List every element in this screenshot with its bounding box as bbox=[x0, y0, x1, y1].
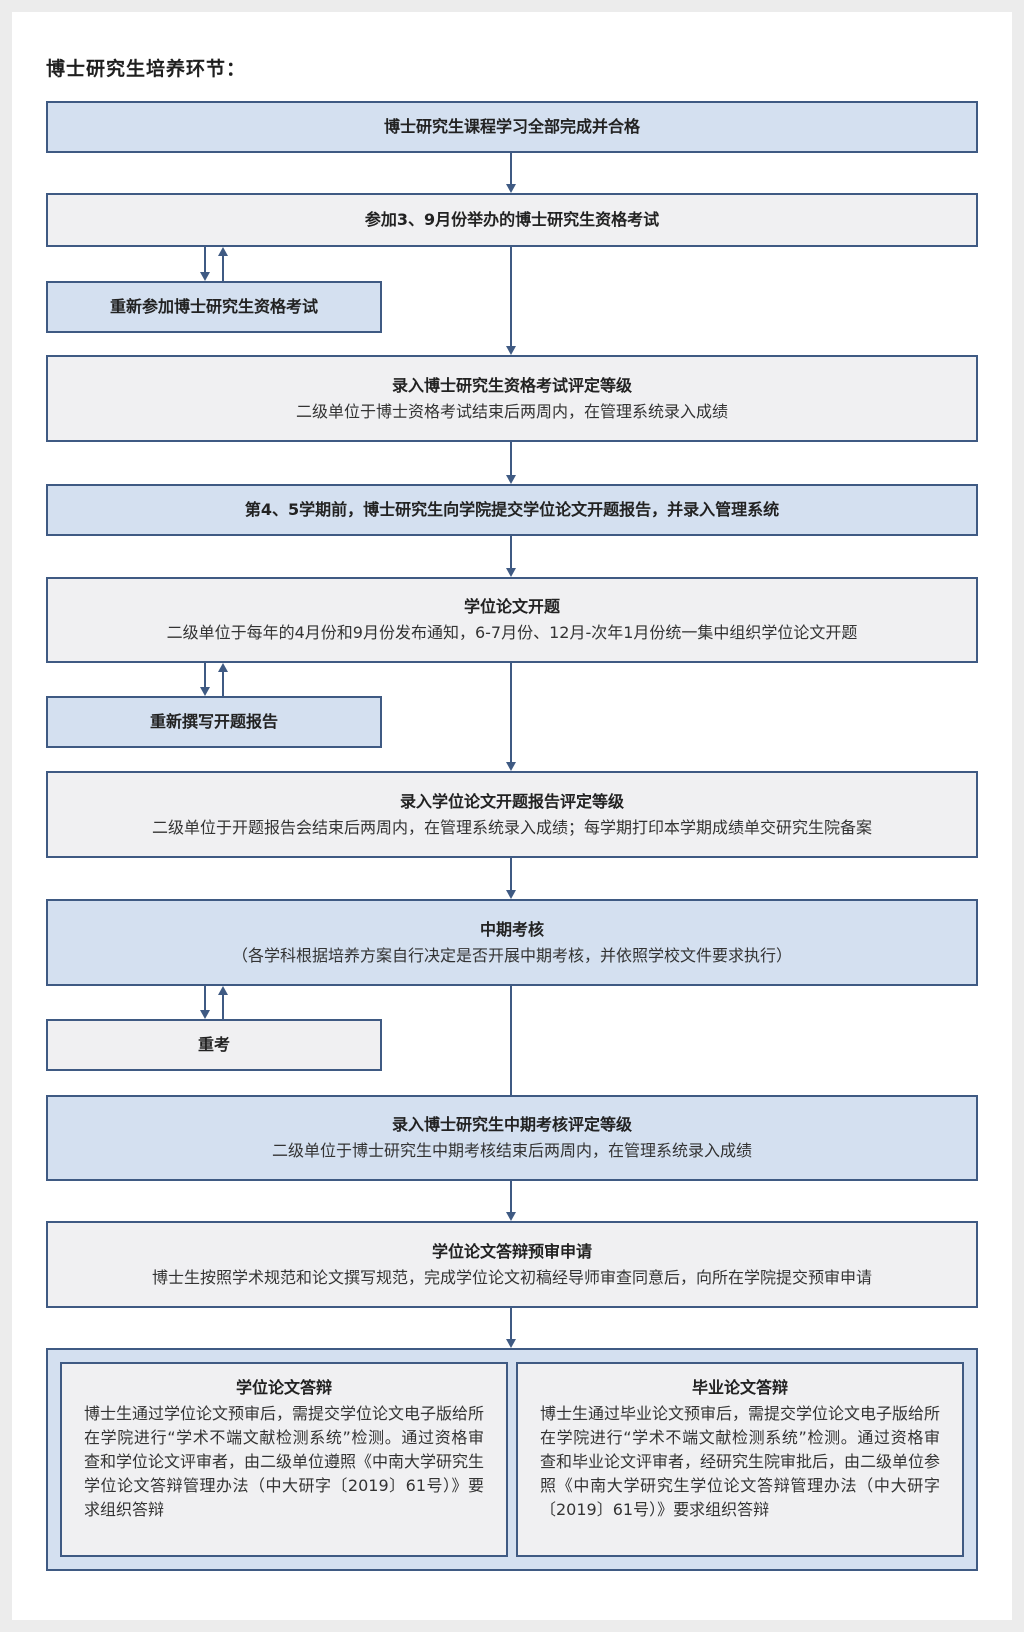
step-record-exam-grade: 录入博士研究生资格考试评定等级 二级单位于博士资格考试结束后两周内，在管理系统录… bbox=[46, 355, 978, 442]
connector bbox=[222, 995, 224, 1019]
step-record-proposal-grade: 录入学位论文开题报告评定等级 二级单位于开题报告会结束后两周内，在管理系统录入成… bbox=[46, 771, 978, 858]
card-degree-defense: 学位论文答辩 博士生通过学位论文预审后，需提交学位论文电子版给所在学院进行“学术… bbox=[60, 1362, 508, 1557]
card-graduation-defense: 毕业论文答辩 博士生通过毕业论文预审后，需提交学位论文电子版给所在学院进行“学术… bbox=[516, 1362, 964, 1557]
step-rewrite-proposal: 重新撰写开题报告 bbox=[46, 696, 382, 748]
arrow-up-icon bbox=[218, 247, 228, 256]
connector bbox=[510, 858, 512, 890]
step-retake-qualification-exam: 重新参加博士研究生资格考试 bbox=[46, 281, 382, 333]
card-title: 学位论文答辩 bbox=[235, 1378, 332, 1397]
step-midterm-review: 中期考核 （各学科根据培养方案自行决定是否开展中期考核，并依照学校文件要求执行） bbox=[46, 899, 978, 986]
arrow-up-icon bbox=[218, 986, 228, 995]
arrow-down-icon bbox=[200, 687, 210, 696]
connector bbox=[204, 663, 206, 687]
arrow-down-icon bbox=[200, 272, 210, 281]
connector bbox=[222, 256, 224, 281]
step-description: （各学科根据培养方案自行决定是否开展中期考核，并依照学校文件要求执行） bbox=[231, 945, 792, 965]
page-title: 博士研究生培养环节： bbox=[46, 58, 247, 80]
arrow-down-icon bbox=[506, 568, 516, 577]
step-title: 参加3、9月份举办的博士研究生资格考试 bbox=[364, 210, 660, 229]
step-title: 录入博士研究生资格考试评定等级 bbox=[391, 375, 632, 395]
step-course-completion: 博士研究生课程学习全部完成并合格 bbox=[46, 101, 978, 153]
arrow-down-icon bbox=[506, 1212, 516, 1221]
connector bbox=[510, 1308, 512, 1339]
step-title: 重新参加博士研究生资格考试 bbox=[109, 297, 318, 316]
step-description: 二级单位于博士资格考试结束后两周内，在管理系统录入成绩 bbox=[295, 401, 728, 421]
step-title: 录入博士研究生中期考核评定等级 bbox=[391, 1115, 632, 1134]
arrow-down-icon bbox=[200, 1010, 210, 1019]
connector bbox=[204, 247, 206, 272]
step-title: 中期考核 bbox=[479, 919, 544, 939]
defense-options: 学位论文答辩 博士生通过学位论文预审后，需提交学位论文电子版给所在学院进行“学术… bbox=[46, 1348, 978, 1571]
connector bbox=[204, 986, 206, 1010]
card-body: 博士生通过学位论文预审后，需提交学位论文电子版给所在学院进行“学术不端文献检测系… bbox=[84, 1404, 485, 1519]
arrow-down-icon bbox=[506, 346, 516, 355]
connector bbox=[510, 986, 512, 1095]
step-title: 学位论文答辩预审申请 bbox=[431, 1241, 592, 1261]
step-submit-proposal-report: 第4、5学期前，博士研究生向学院提交学位论文开题报告，并录入管理系统 bbox=[46, 484, 978, 536]
step-retake-midterm: 重考 bbox=[46, 1019, 382, 1071]
connector bbox=[510, 536, 512, 568]
step-record-midterm-grade: 录入博士研究生中期考核评定等级 二级单位于博士研究生中期考核结束后两周内，在管理… bbox=[46, 1095, 978, 1181]
step-title: 第4、5学期前，博士研究生向学院提交学位论文开题报告，并录入管理系统 bbox=[244, 500, 780, 519]
arrow-down-icon bbox=[506, 184, 516, 193]
step-description: 二级单位于每年的4月份和9月份发布通知，6-7月份、12月-次年1月份统一集中组… bbox=[166, 623, 858, 642]
arrow-down-icon bbox=[506, 890, 516, 899]
connector bbox=[510, 247, 512, 346]
step-description: 博士生按照学术规范和论文撰写规范，完成学位论文初稿经导师审查同意后，向所在学院提… bbox=[151, 1267, 872, 1287]
arrow-down-icon bbox=[506, 1339, 516, 1348]
arrow-down-icon bbox=[506, 762, 516, 771]
connector bbox=[510, 153, 512, 184]
card-body: 博士生通过毕业论文预审后，需提交学位论文电子版给所在学院进行“学术不端文献检测系… bbox=[540, 1404, 941, 1519]
arrow-up-icon bbox=[218, 663, 228, 672]
step-defense-pre-review: 学位论文答辩预审申请 博士生按照学术规范和论文撰写规范，完成学位论文初稿经导师审… bbox=[46, 1221, 978, 1308]
connector bbox=[510, 1181, 512, 1212]
step-title: 博士研究生课程学习全部完成并合格 bbox=[383, 117, 640, 136]
connector bbox=[510, 663, 512, 762]
step-title: 重新撰写开题报告 bbox=[149, 712, 278, 731]
step-title: 录入学位论文开题报告评定等级 bbox=[399, 791, 624, 811]
connector bbox=[222, 672, 224, 696]
step-description: 二级单位于博士研究生中期考核结束后两周内，在管理系统录入成绩 bbox=[271, 1141, 752, 1160]
step-title: 学位论文开题 bbox=[463, 597, 560, 616]
step-qualification-exam: 参加3、9月份举办的博士研究生资格考试 bbox=[46, 193, 978, 247]
arrow-down-icon bbox=[506, 475, 516, 484]
step-description: 二级单位于开题报告会结束后两周内，在管理系统录入成绩；每学期打印本学期成绩单交研… bbox=[151, 817, 872, 837]
card-title: 毕业论文答辩 bbox=[691, 1378, 788, 1397]
step-thesis-proposal: 学位论文开题 二级单位于每年的4月份和9月份发布通知，6-7月份、12月-次年1… bbox=[46, 577, 978, 663]
step-title: 重考 bbox=[197, 1035, 230, 1054]
connector bbox=[510, 442, 512, 475]
